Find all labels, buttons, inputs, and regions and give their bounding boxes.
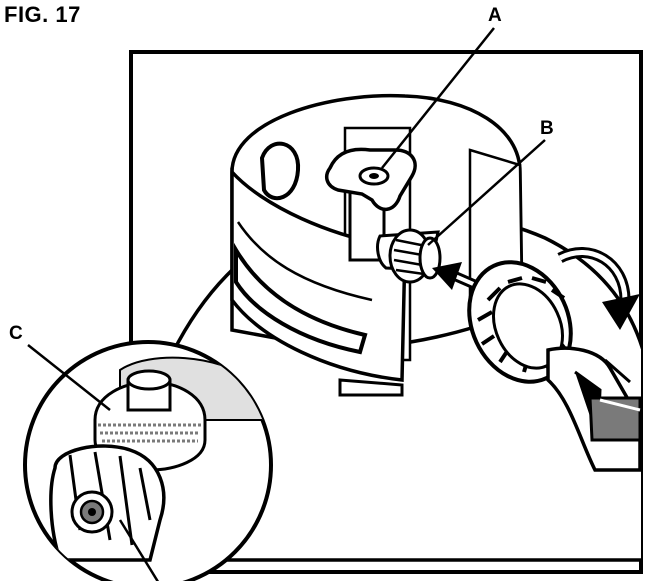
- callout-label-b: B: [540, 118, 554, 139]
- callout-label-c: C: [9, 323, 23, 344]
- collar-cutout-left: [259, 141, 301, 201]
- rotate-clockwise-icon: [557, 247, 640, 330]
- callout-leaders: [27, 27, 546, 581]
- callout-label-a: A: [488, 5, 502, 26]
- regulator-coupling-nut: [467, 260, 641, 472]
- detail-magnifier: [23, 340, 273, 581]
- figure-title: FIG. 17: [4, 2, 81, 27]
- collar-cutout-lower: [234, 242, 368, 355]
- collar-front: [230, 167, 407, 382]
